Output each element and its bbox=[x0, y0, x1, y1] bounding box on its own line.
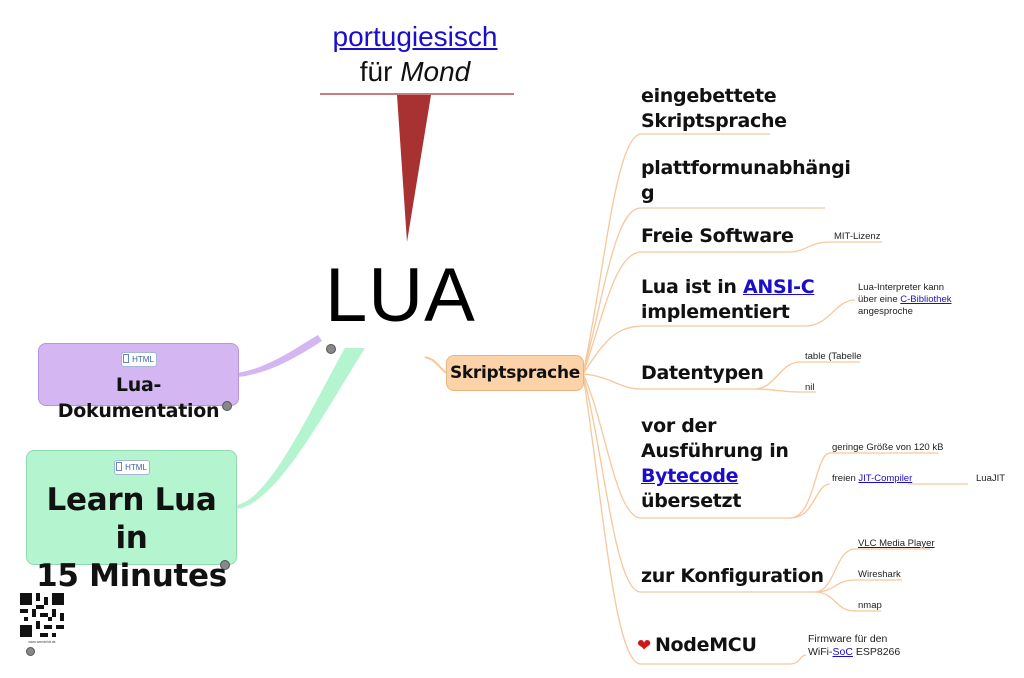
branch-ansi-c[interactable]: Lua ist in ANSI-C implementiert bbox=[641, 275, 815, 325]
note-interpreter-prefix: über eine bbox=[858, 294, 901, 305]
branch-bytecode-line2: Ausführung in bbox=[641, 440, 789, 462]
learn-label-line1: Learn Lua in bbox=[46, 482, 217, 556]
note-luajit[interactable]: LuaJIT bbox=[976, 473, 1006, 484]
doc-node-handle[interactable] bbox=[222, 401, 232, 411]
doc-html-badge[interactable]: HTML bbox=[120, 352, 157, 367]
ansi-prefix: Lua ist in bbox=[641, 276, 743, 298]
edge-types-1 bbox=[754, 361, 860, 390]
html-file-icon bbox=[123, 354, 130, 363]
edge-embedded bbox=[582, 133, 770, 375]
branch-platform-line2: g bbox=[641, 182, 655, 204]
soc-link[interactable]: SoC bbox=[832, 646, 853, 658]
edge-types-2 bbox=[754, 388, 816, 393]
branch-platform-line1: plattformunabhängi bbox=[641, 157, 851, 179]
note-mit-license[interactable]: MIT-Lizenz bbox=[834, 231, 881, 242]
c-library-link[interactable]: C-Bibliothek bbox=[900, 294, 952, 305]
connector-center-branch bbox=[424, 356, 448, 374]
edge-bytecode-1 bbox=[789, 452, 938, 519]
connector-doc bbox=[237, 335, 322, 377]
callout-pointer bbox=[397, 95, 431, 242]
note-firmware-prefix: WiFi- bbox=[808, 646, 833, 658]
learn-html-badge[interactable]: HTML bbox=[113, 460, 150, 475]
qr-code-icon[interactable] bbox=[20, 593, 64, 637]
note-nil[interactable]: nil bbox=[805, 382, 815, 393]
note-jit-prefix: freien bbox=[832, 473, 859, 484]
branch-config[interactable]: zur Konfiguration bbox=[641, 565, 824, 587]
edge-nodemcu bbox=[582, 373, 790, 665]
note-vlc-link[interactable]: VLC Media Player bbox=[858, 538, 935, 549]
branch-platform[interactable]: plattformunabhängi g bbox=[641, 156, 851, 206]
nodemcu-label: NodeMCU bbox=[654, 634, 757, 656]
callout-subtitle: für Mond bbox=[300, 54, 530, 90]
jit-compiler-link[interactable]: JIT-Compiler bbox=[858, 473, 913, 484]
central-topic-handle[interactable] bbox=[326, 344, 336, 354]
edge-free bbox=[582, 251, 790, 375]
bytecode-link[interactable]: Bytecode bbox=[641, 465, 739, 487]
edge-platform bbox=[582, 207, 825, 375]
central-topic[interactable]: LUA bbox=[325, 253, 476, 338]
branch-free-software[interactable]: Freie Software bbox=[641, 225, 794, 247]
note-size[interactable]: geringe Größe von 120 kB bbox=[832, 442, 944, 453]
note-wireshark[interactable]: Wireshark bbox=[858, 569, 901, 580]
title-callout: portugiesisch für Mond bbox=[300, 20, 530, 90]
branch-embedded-line2: Skriptsprache bbox=[641, 110, 787, 132]
ansi-c-link[interactable]: ANSI-C bbox=[742, 276, 815, 298]
edge-types bbox=[582, 373, 755, 390]
note-interpreter-line2: über eine C-Bibliothek bbox=[858, 294, 951, 306]
learn-label-line2: 15 Minutes bbox=[36, 558, 227, 594]
branch-ansi-line1: Lua ist in ANSI-C bbox=[641, 275, 815, 300]
doc-node-label: Lua-Dokumentation bbox=[57, 374, 220, 422]
branch-embedded[interactable]: eingebettete Skriptsprache bbox=[641, 84, 787, 134]
edge-config bbox=[582, 373, 815, 593]
branch-bytecode-line4: übersetzt bbox=[641, 490, 742, 512]
note-interpreter-line1: Lua-Interpreter kann bbox=[858, 282, 945, 293]
learn-badge-label: HTML bbox=[125, 463, 147, 472]
edge-nodemcu-note bbox=[789, 654, 807, 665]
edge-config-2 bbox=[814, 579, 902, 593]
branch-bytecode-line1: vor der bbox=[641, 415, 717, 437]
edge-ansi bbox=[582, 325, 805, 375]
note-firmware-line2: WiFi-SoC ESP8266 bbox=[808, 646, 900, 659]
skriptsprache-node[interactable]: Skriptsprache bbox=[446, 355, 584, 391]
note-interpreter[interactable]: Lua-Interpreter kann über eine C-Bibliot… bbox=[858, 282, 951, 318]
doc-badge-label: HTML bbox=[132, 355, 154, 364]
branch-bytecode[interactable]: vor der Ausführung in Bytecode übersetzt bbox=[641, 414, 789, 514]
edge-bytecode bbox=[582, 373, 790, 519]
branch-embedded-line1: eingebettete bbox=[641, 85, 777, 107]
note-table[interactable]: table (Tabelle bbox=[805, 351, 862, 362]
branch-nodemcu[interactable]: ❤NodeMCU bbox=[637, 633, 757, 659]
doc-node[interactable]: HTML Lua-Dokumentation bbox=[38, 343, 239, 422]
edge-bytecode-2 bbox=[789, 483, 831, 519]
callout-prefix: für bbox=[359, 56, 401, 87]
branch-ansi-line2: implementiert bbox=[641, 301, 790, 323]
branch-datatypes[interactable]: Datentypen bbox=[641, 362, 764, 384]
edge-ansi-note bbox=[804, 299, 856, 327]
qr-caption: www.wendeldt.de bbox=[28, 640, 56, 644]
learn-node-handle[interactable] bbox=[220, 560, 230, 570]
edge-config-3 bbox=[814, 591, 881, 612]
note-interpreter-line3: angesproche bbox=[858, 306, 913, 317]
callout-link[interactable]: portugiesisch bbox=[332, 21, 498, 52]
note-firmware-suffix: ESP8266 bbox=[852, 646, 901, 658]
heart-icon: ❤ bbox=[637, 636, 651, 656]
edge-mit bbox=[789, 241, 882, 253]
callout-italic: Mond bbox=[400, 56, 471, 87]
learn-node[interactable]: HTML Learn Lua in 15 Minutes bbox=[26, 450, 237, 594]
connector-learn bbox=[236, 348, 365, 509]
note-firmware-line1: Firmware für den bbox=[808, 633, 888, 645]
note-jit[interactable]: freien JIT-Compiler bbox=[832, 473, 912, 485]
note-firmware[interactable]: Firmware für den WiFi-SoC ESP8266 bbox=[808, 633, 900, 659]
html-file-icon bbox=[116, 462, 123, 471]
learn-node-label: Learn Lua in 15 Minutes bbox=[27, 481, 236, 595]
note-nmap[interactable]: nmap bbox=[858, 600, 882, 611]
qr-handle[interactable] bbox=[26, 647, 35, 656]
edge-config-1 bbox=[814, 548, 930, 593]
